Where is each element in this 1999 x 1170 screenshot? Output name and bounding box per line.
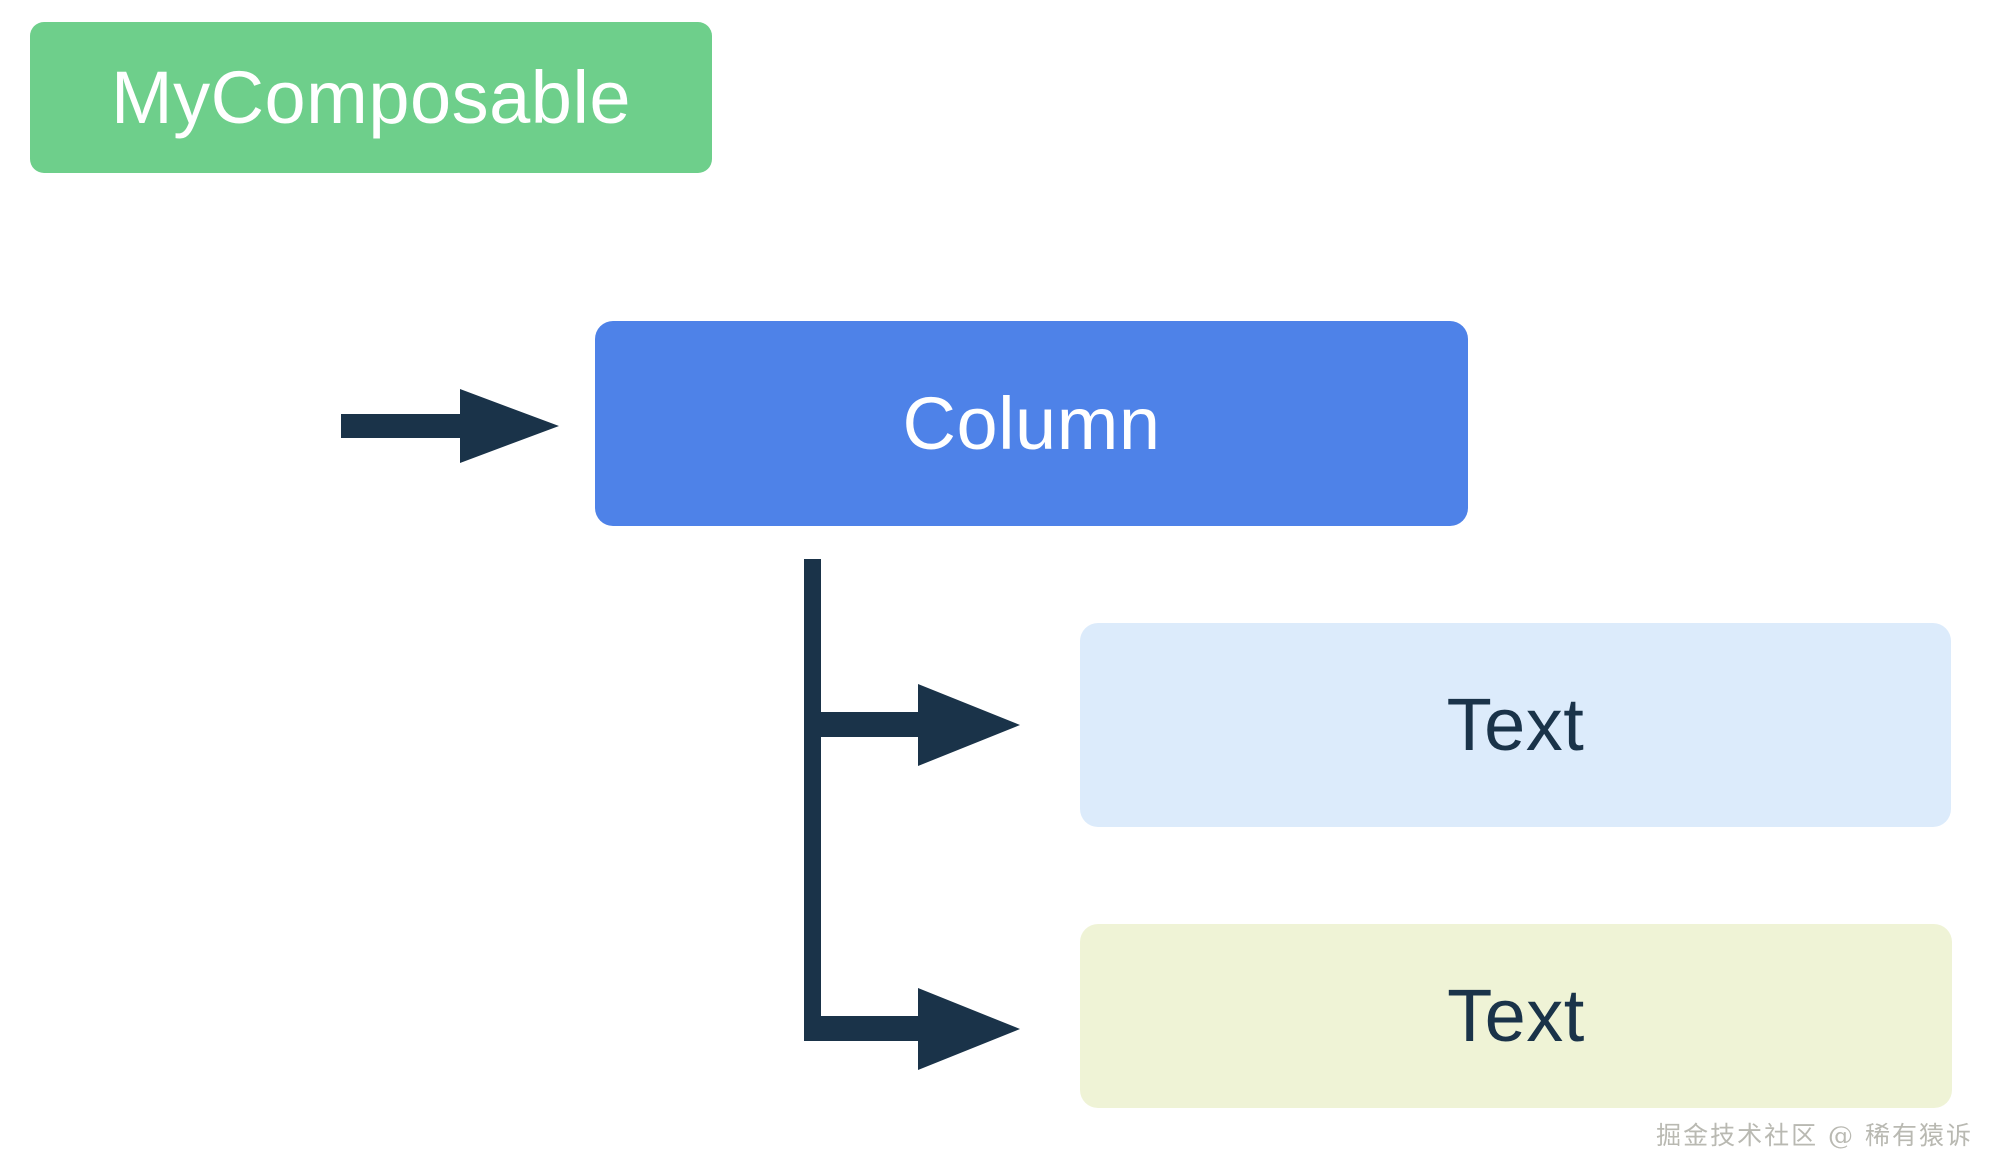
node-text-second-label: Text	[1447, 974, 1585, 1057]
node-column[interactable]: Column	[595, 321, 1468, 526]
node-text-first[interactable]: Text	[1080, 623, 1951, 827]
node-text-first-label: Text	[1446, 683, 1585, 766]
node-column-label: Column	[902, 381, 1161, 465]
edge-column-to-text-1	[804, 559, 1020, 1029]
edge-column-to-text-2	[804, 988, 1020, 1070]
node-my-composable[interactable]: MyComposable	[30, 22, 712, 173]
watermark: 掘金技术社区 @ 稀有猿诉	[1656, 1121, 1973, 1150]
node-text-second[interactable]: Text	[1080, 924, 1952, 1108]
edge-root-to-column	[341, 257, 559, 463]
node-my-composable-label: MyComposable	[110, 55, 632, 139]
